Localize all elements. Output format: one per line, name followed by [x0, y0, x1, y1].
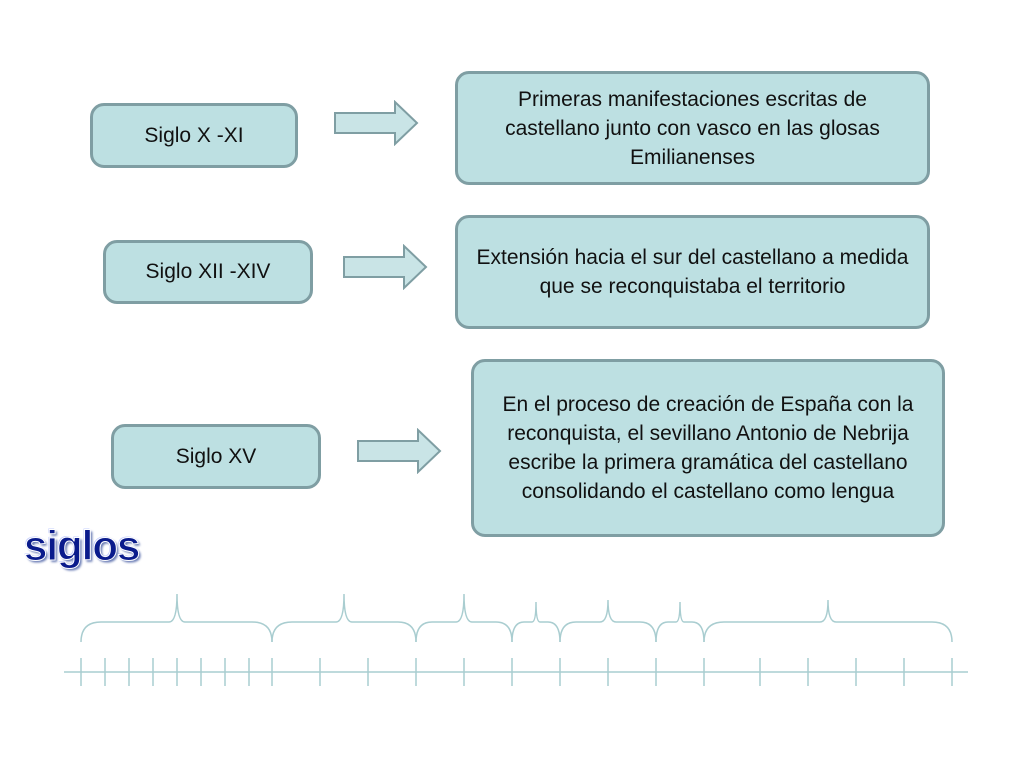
timeline-ticks [80, 658, 953, 686]
century-label: Siglo XII -XIV [145, 260, 271, 283]
description-text: Extensión hacia el sur del castellano a … [476, 246, 909, 298]
description-box-x-xi: Primeras manifestaciones escritas de cas… [455, 71, 930, 185]
century-box-xii-xiv: Siglo XII -XIV [103, 240, 313, 304]
right-arrow-icon [357, 428, 442, 474]
brace-7 [703, 599, 953, 643]
brace-1 [80, 593, 273, 643]
right-arrow-icon [334, 100, 419, 146]
description-box-xii-xiv: Extensión hacia el sur del castellano a … [455, 215, 930, 329]
timeline-title: siglos [23, 522, 140, 570]
century-label: Siglo X -XI [144, 123, 244, 147]
timeline [64, 593, 968, 686]
brace-2 [271, 593, 417, 643]
description-text: En el proceso de creación de España con … [502, 393, 914, 503]
brace-3 [415, 593, 513, 643]
description-box-xv: En el proceso de creación de España con … [471, 359, 945, 537]
right-arrow-icon [343, 244, 428, 290]
description-text: Primeras manifestaciones escritas de cas… [505, 87, 880, 169]
century-box-xv: Siglo XV [111, 424, 321, 489]
century-box-x-xi: Siglo X -XI [90, 103, 298, 168]
century-label: Siglo XV [175, 444, 257, 468]
brace-4 [511, 601, 561, 643]
brace-6 [655, 601, 705, 643]
brace-5 [559, 599, 657, 643]
